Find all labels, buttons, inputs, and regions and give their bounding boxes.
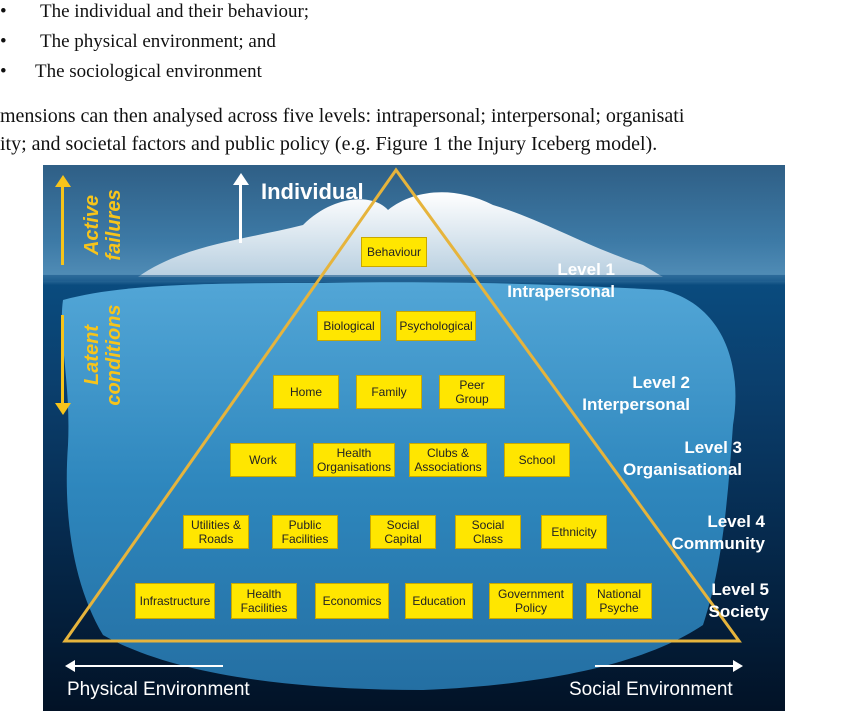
box-work: Work (230, 443, 296, 477)
box-utilities-roads: Utilities & Roads (183, 515, 249, 549)
level-number: Level 2 (632, 373, 690, 392)
level-number: Level 1 (557, 260, 615, 279)
level-name: Community (671, 534, 766, 553)
individual-arrow-icon (239, 183, 242, 243)
box-home: Home (273, 375, 339, 409)
list-item-text: The individual and their behaviour; (40, 1, 310, 22)
paragraph-line-2: ity; and societal factors and public pol… (0, 133, 658, 155)
level-3-label: Level 3 Organisational (608, 437, 742, 481)
latent-conditions-arrow-head-icon (55, 403, 71, 415)
active-failures-arrow-head-icon (55, 175, 71, 187)
active-failures-arrow-icon (61, 185, 64, 265)
physical-environment-label: Physical Environment (67, 679, 250, 700)
physical-env-arrow-head-icon (65, 660, 75, 672)
box-clubs-associations: Clubs & Associations (409, 443, 487, 477)
paragraph-line-1: mensions can then analysed across five l… (0, 105, 685, 127)
latent-conditions-arrow-icon (61, 315, 64, 405)
box-social-class: Social Class (455, 515, 521, 549)
box-peer-group: Peer Group (439, 375, 505, 409)
individual-arrow-head-icon (233, 173, 249, 185)
box-education: Education (405, 583, 473, 619)
active-label: Active (81, 194, 103, 256)
box-biological: Biological (317, 311, 381, 341)
bullet-icon: • (0, 31, 7, 52)
box-national-psyche: National Psyche (586, 583, 652, 619)
level-name: Interpersonal (582, 395, 690, 414)
level-1-label: Level 1 Intrapersonal (488, 259, 615, 303)
box-psychological: Psychological (396, 311, 476, 341)
list-item: • The sociological environment (0, 60, 400, 84)
box-public-facilities: Public Facilities (272, 515, 338, 549)
social-env-arrow-head-icon (733, 660, 743, 672)
box-infrastructure: Infrastructure (135, 583, 215, 619)
box-government-policy: Government Policy (489, 583, 573, 619)
level-name: Intrapersonal (507, 282, 615, 301)
level-4-label: Level 4 Community (643, 511, 766, 555)
bullet-icon: • (0, 1, 7, 22)
latent-label: Latent (81, 325, 103, 385)
active-failures-label: Active failures (81, 175, 125, 275)
box-economics: Economics (315, 583, 389, 619)
social-environment-label: Social Environment (569, 679, 733, 700)
list-item-text: The sociological environment (35, 61, 262, 82)
individual-label: Individual (261, 179, 364, 204)
box-school: School (504, 443, 570, 477)
box-health-facilities: Health Facilities (231, 583, 297, 619)
list-item: • The individual and their behaviour; (0, 0, 400, 24)
level-number: Level 5 (711, 580, 769, 599)
level-name: Organisational (622, 460, 742, 479)
level-5-label: Level 5 Society (663, 579, 769, 623)
level-2-label: Level 2 Interpersonal (568, 372, 690, 416)
box-social-capital: Social Capital (370, 515, 436, 549)
bullet-icon: • (0, 61, 7, 82)
latent-conditions-label: Latent conditions (81, 300, 125, 410)
level-number: Level 4 (707, 512, 765, 531)
list-item-text: The physical environment; and (40, 31, 276, 52)
level-number: Level 3 (684, 438, 742, 457)
box-health-organisations: Health Organisations (313, 443, 395, 477)
level-name: Society (708, 602, 769, 621)
physical-env-arrow-icon (73, 665, 223, 667)
injury-iceberg-figure: Active failures Latent conditions Indivi… (43, 165, 785, 711)
list-item: • The physical environment; and (0, 30, 400, 54)
box-ethnicity: Ethnicity (541, 515, 607, 549)
box-family: Family (356, 375, 422, 409)
conditions-label: conditions (103, 304, 125, 406)
failures-label: failures (103, 189, 125, 261)
box-behaviour: Behaviour (361, 237, 427, 267)
social-env-arrow-icon (595, 665, 735, 667)
